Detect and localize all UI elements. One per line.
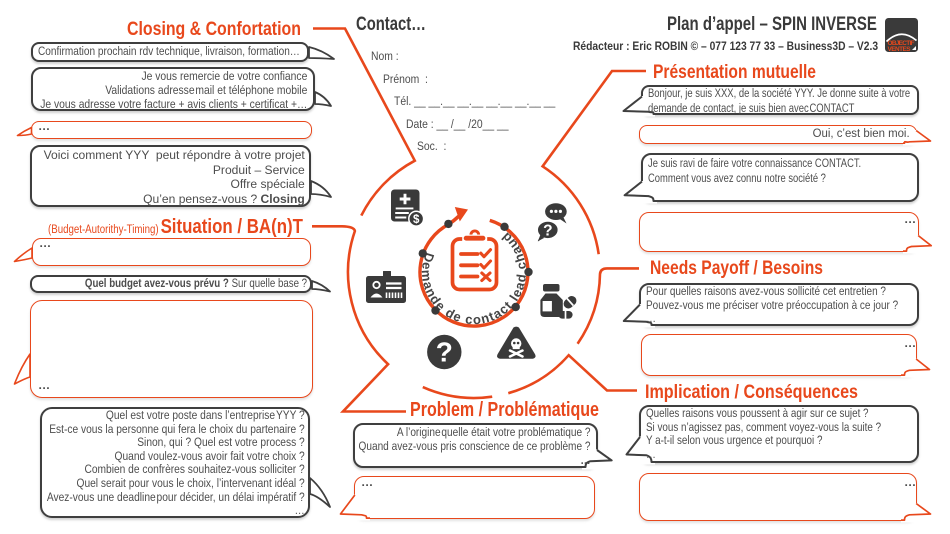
svg-text:VENTES: VENTES	[888, 46, 912, 53]
svg-text:?: ?	[543, 223, 552, 240]
svg-text:OBJECTIF: OBJECTIF	[888, 40, 915, 47]
svg-text:$: $	[413, 214, 420, 226]
svg-text:?: ?	[436, 337, 453, 368]
